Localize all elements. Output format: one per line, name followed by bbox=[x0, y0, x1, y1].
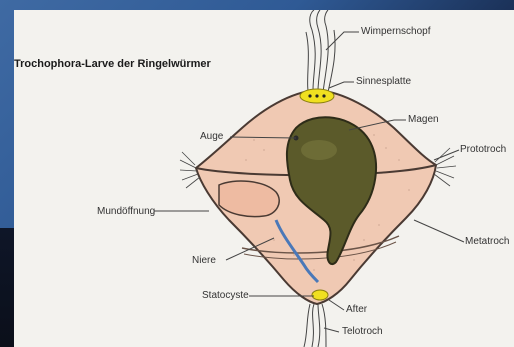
label-prototroch: Prototroch bbox=[460, 144, 506, 155]
label-niere: Niere bbox=[192, 255, 216, 266]
stomach-highlight bbox=[301, 140, 337, 160]
sense-plate-dot bbox=[315, 94, 318, 97]
sense-plate-dot bbox=[322, 94, 325, 97]
label-after: After bbox=[346, 304, 367, 315]
label-metatroch: Metatroch bbox=[465, 236, 509, 247]
apical-tuft bbox=[306, 10, 335, 102]
statocyst bbox=[312, 290, 328, 300]
label-telotroch: Telotroch bbox=[342, 326, 383, 337]
telotroch-tuft bbox=[304, 304, 326, 347]
sense-plate-dot bbox=[308, 94, 311, 97]
label-sinnesplatte: Sinnesplatte bbox=[356, 76, 411, 87]
label-statocyste: Statocyste bbox=[202, 290, 249, 301]
diagram-card: Trochophora-Larve der Ringelwürmer Wimpe… bbox=[14, 10, 514, 347]
label-magen: Magen bbox=[408, 114, 439, 125]
label-wimpernschopf: Wimpernschopf bbox=[361, 26, 430, 37]
diagram-title: Trochophora-Larve der Ringelwürmer bbox=[14, 58, 211, 70]
label-mundoeffnung: Mundöffnung bbox=[97, 206, 155, 217]
label-auge: Auge bbox=[200, 131, 223, 142]
